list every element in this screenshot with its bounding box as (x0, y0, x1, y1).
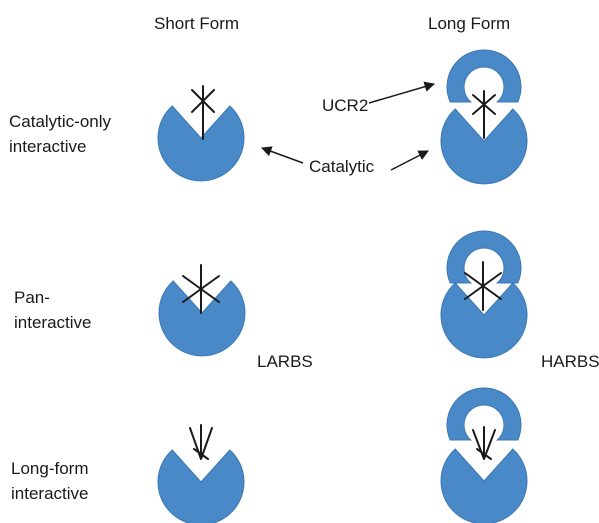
catalytic-domain-icon (158, 280, 246, 357)
row-label-long-form: Long-form interactive (11, 456, 88, 506)
row-label-catalytic-only: Catalytic-only interactive (9, 109, 111, 159)
larbs-label: LARBS (257, 352, 313, 371)
ucr2-domain-icon (446, 49, 522, 103)
ligand-icon (472, 90, 496, 139)
catalytic-label: Catalytic (309, 157, 375, 176)
ligand-icon (191, 85, 215, 140)
catalytic-domain-icon (440, 282, 528, 359)
catalytic-domain-icon (157, 105, 245, 182)
ligand-icon (189, 424, 213, 460)
catalytic-domain-icon (440, 448, 528, 523)
ligand-icon (182, 264, 220, 314)
row-label-line: Catalytic-only (9, 112, 112, 131)
ucr2-label: UCR2 (322, 96, 369, 115)
short-form-header: Short Form (154, 14, 240, 33)
row-label-line: Pan- (14, 288, 50, 307)
row-label-line: Long-form (11, 459, 89, 478)
catalytic-arrow-right (390, 150, 429, 171)
row-label-line: interactive (9, 137, 87, 156)
catalytic-domain-icon (157, 449, 245, 523)
row-label-line: interactive (14, 313, 92, 332)
harbs-label: HARBS (541, 352, 599, 371)
catalytic-arrow-left (261, 146, 304, 164)
ucr2-domain-icon (446, 387, 522, 441)
long-form-header: Long Form (428, 14, 511, 33)
ligand-icon (464, 261, 502, 311)
ucr2-domain-icon (446, 230, 522, 284)
ligand-icon (472, 426, 496, 460)
ucr2-arrow (368, 81, 436, 104)
catalytic-domain-icon (440, 108, 528, 185)
row-label-pan: Pan- interactive (14, 285, 91, 335)
row-label-line: interactive (11, 484, 89, 503)
